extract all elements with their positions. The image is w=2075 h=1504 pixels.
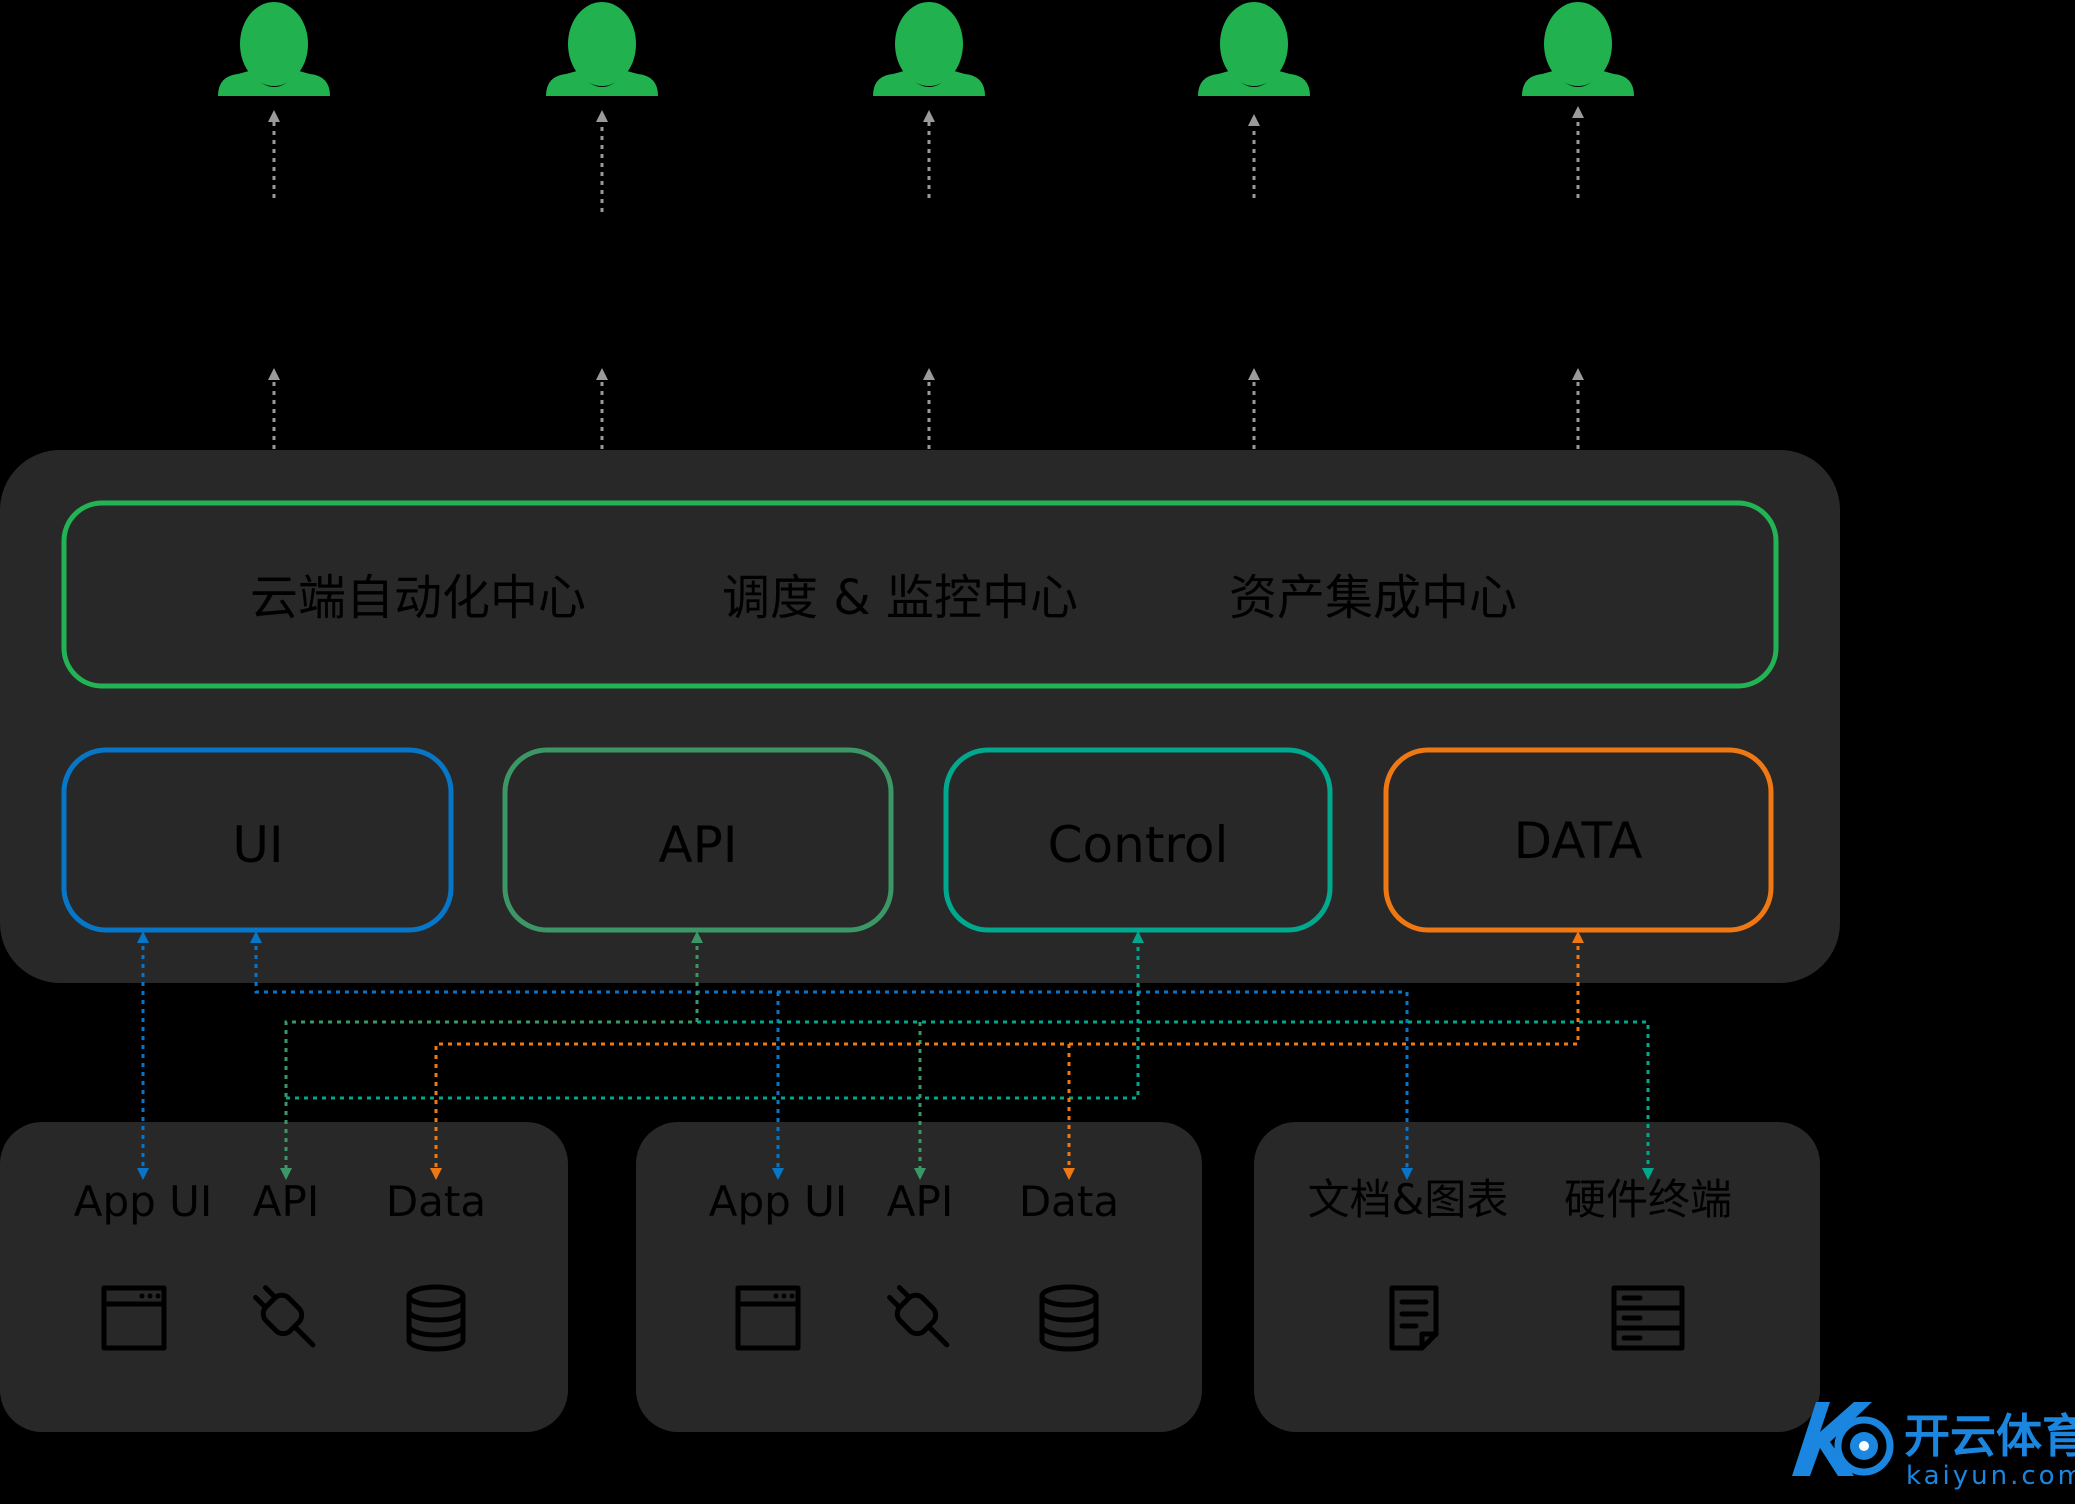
logo-subtext: kaiyun.com (1906, 1461, 2075, 1491)
source-label-docs-charts: 文档&图表 (1308, 1175, 1509, 1224)
center-label-scheduling: 调度 & 监控中心 (722, 570, 1078, 626)
user-icon (1522, 2, 1634, 96)
user-icon (546, 2, 658, 96)
source-label-api: API (887, 1177, 953, 1226)
centers-bar (61, 500, 1779, 689)
module-ui: UI (61, 747, 454, 933)
module-api: API (502, 747, 894, 933)
module-ui-box (61, 747, 454, 933)
source-label-app-ui: App UI (74, 1177, 213, 1226)
server-icon (1611, 1285, 1685, 1351)
module-data-box (1383, 747, 1774, 933)
plug-icon (253, 1285, 316, 1348)
logo-text: 开云体育 (1904, 1409, 2075, 1463)
center-label-assets: 资产集成中心 (1229, 570, 1517, 626)
module-control-box (943, 747, 1333, 933)
module-data-label: DATA (1514, 812, 1643, 870)
module-api-label: API (658, 816, 737, 874)
window-icon (101, 1285, 167, 1351)
module-data: DATA (1383, 747, 1774, 933)
document-icon (1389, 1285, 1439, 1351)
source-label-data: Data (386, 1177, 486, 1226)
user-icon (218, 2, 330, 96)
source-label-api: API (253, 1177, 319, 1226)
plug-icon (887, 1285, 950, 1348)
module-api-box (502, 747, 894, 933)
source-panel-2 (636, 1122, 1202, 1432)
module-control-label: Control (1048, 816, 1229, 874)
platform-panel (0, 450, 1840, 983)
center-label-automation: 云端自动化中心 (250, 570, 586, 626)
source-label-app-ui: App UI (709, 1177, 848, 1226)
user-arrows (268, 106, 1584, 458)
window-icon (735, 1285, 801, 1351)
module-control: Control (943, 747, 1333, 933)
module-ui-label: UI (232, 816, 283, 874)
connector-data-bus (430, 931, 1584, 1180)
brand-logo: 开云体育 kaiyun.com (1792, 1402, 2075, 1491)
source-label-hardware: 硬件终端 (1564, 1175, 1732, 1224)
database-icon (406, 1284, 466, 1352)
source-panel-3 (1254, 1122, 1820, 1432)
connections (137, 931, 1654, 1180)
database-icon (1039, 1284, 1099, 1352)
logo-mark-icon (1792, 1402, 1894, 1476)
user-icon (1198, 2, 1310, 96)
user-icon (873, 2, 985, 96)
source-label-data: Data (1019, 1177, 1119, 1226)
source-panel-1 (0, 1122, 568, 1432)
users-row (218, 2, 1634, 96)
